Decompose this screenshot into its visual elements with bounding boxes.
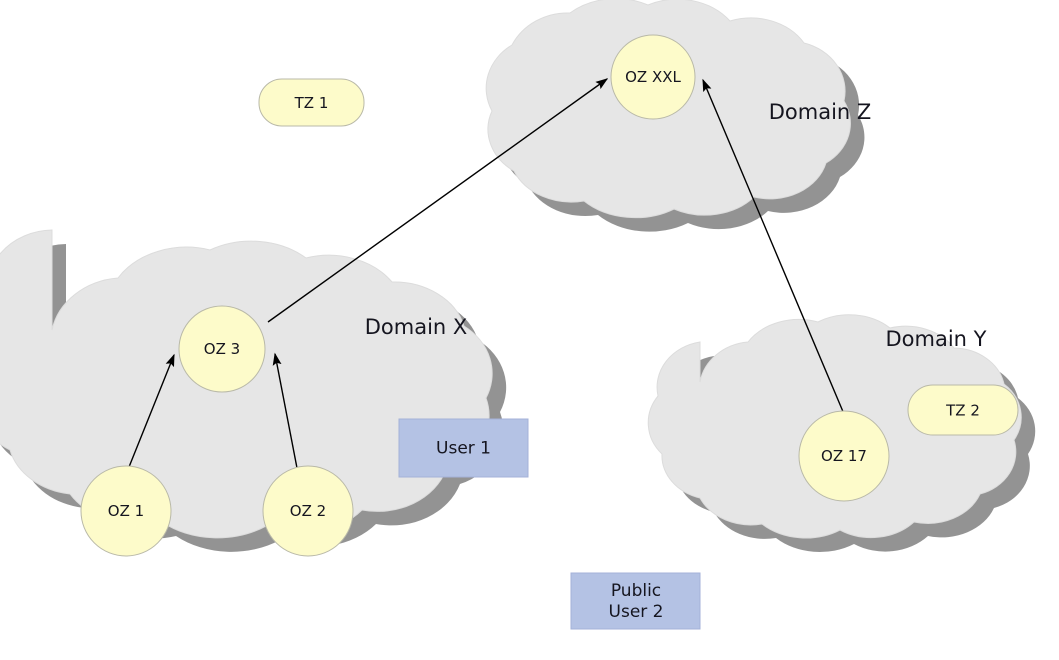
oz-xxl-label: OZ XXL xyxy=(625,68,681,86)
oz-xxl-circle[interactable] xyxy=(610,34,696,120)
edge-oz1-to-oz3[interactable] xyxy=(128,353,175,468)
oz-2-circle[interactable] xyxy=(262,465,354,557)
zone-node-oz-xxl[interactable]: OZ XXL xyxy=(610,34,696,120)
oz-17-label: OZ 17 xyxy=(821,447,867,465)
domain-x-label: Domain X xyxy=(365,315,468,339)
trust-zone-tz2[interactable]: TZ 2 xyxy=(907,384,1019,436)
public-user-2-label-line1: Public xyxy=(611,581,661,601)
tz2-label: TZ 2 xyxy=(945,402,980,420)
public-user-2-label-line2: User 2 xyxy=(609,602,664,622)
tz1-shape[interactable] xyxy=(258,78,365,127)
oz-3-circle[interactable] xyxy=(178,305,266,393)
zone-node-oz-17[interactable]: OZ 17 xyxy=(798,410,890,502)
domain-y-label: Domain Y xyxy=(886,327,987,351)
oz-1-label: OZ 1 xyxy=(108,502,144,520)
zone-node-oz-2[interactable]: OZ 2 xyxy=(262,465,354,557)
edge-oz2-to-oz3[interactable] xyxy=(272,352,298,469)
oz-3-label: OZ 3 xyxy=(204,340,240,358)
user-1-shape[interactable] xyxy=(398,418,529,478)
trust-zone-tz1[interactable]: TZ 1 xyxy=(258,78,365,127)
user-box-public-user-2[interactable]: Public User 2 xyxy=(570,572,701,630)
tz1-label: TZ 1 xyxy=(294,94,329,112)
public-user-2-shape[interactable] xyxy=(570,572,701,630)
zone-node-oz-3[interactable]: OZ 3 xyxy=(178,305,266,393)
zone-node-oz-1[interactable]: OZ 1 xyxy=(80,465,172,557)
oz-1-circle[interactable] xyxy=(80,465,172,557)
edge-layer xyxy=(128,78,845,469)
domain-z-label: Domain Z xyxy=(769,100,872,124)
tz2-shape[interactable] xyxy=(907,384,1019,436)
oz-2-label: OZ 2 xyxy=(290,502,326,520)
edge-oz3-to-ozxxl[interactable] xyxy=(267,78,609,323)
user-box-user-1[interactable]: User 1 xyxy=(398,418,529,478)
oz-17-circle[interactable] xyxy=(798,410,890,502)
edge-oz17-to-ozxxl[interactable] xyxy=(702,78,845,415)
user-1-label: User 1 xyxy=(436,439,491,459)
